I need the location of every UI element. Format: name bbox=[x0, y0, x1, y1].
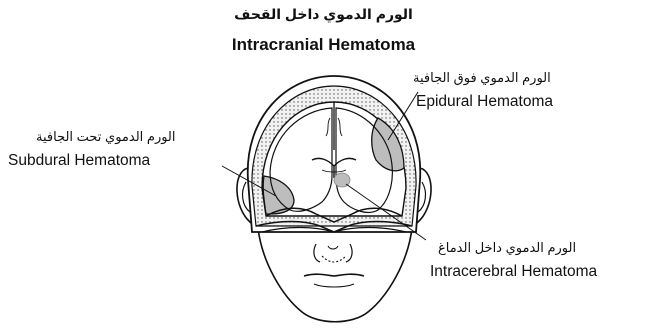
nose bbox=[314, 244, 352, 262]
intracerebral-label: Intracerebral Hematoma bbox=[430, 263, 597, 281]
epidural-label: Epidural Hematoma bbox=[416, 93, 553, 111]
mouth bbox=[304, 274, 364, 276]
intracerebral-label-arabic: الورم الدموي داخل الدماغ bbox=[438, 240, 576, 256]
subdural-label-arabic: الورم الدموي تحت الجافية bbox=[36, 129, 176, 145]
face-outline bbox=[258, 228, 412, 322]
epidural-label-arabic: الورم الدموي فوق الجافية bbox=[413, 70, 551, 86]
subdural-label: Subdural Hematoma bbox=[8, 152, 150, 170]
